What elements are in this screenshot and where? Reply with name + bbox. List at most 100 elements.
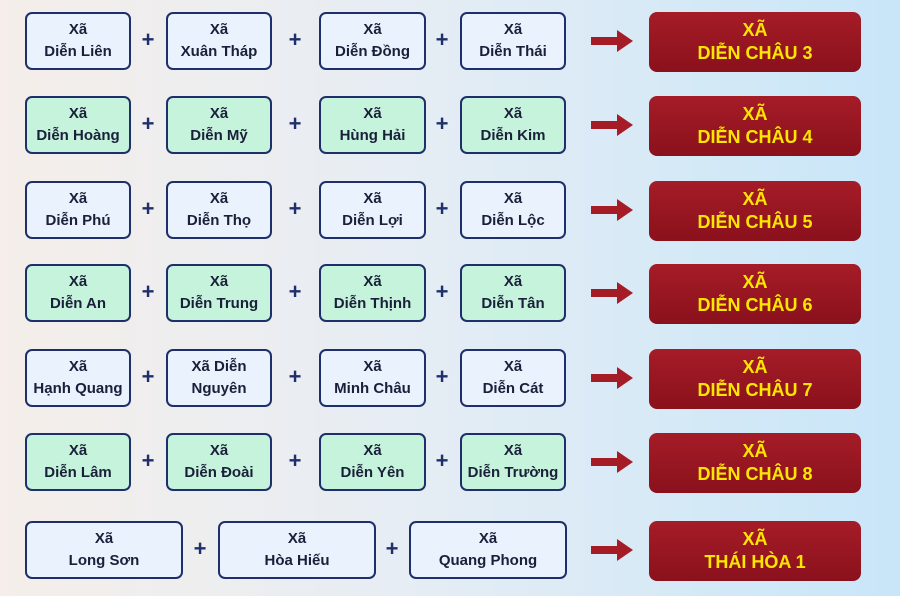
commune-prefix: Xã (287, 530, 307, 547)
merged-name: DIỄN CHÂU 4 (697, 127, 813, 147)
plus-sign: + (288, 448, 302, 473)
plus-sign: + (435, 111, 449, 136)
commune-prefix: Xã (363, 190, 382, 207)
plus-sign: + (288, 27, 302, 52)
commune-name: Diễn Thái (479, 43, 547, 60)
commune-prefix: Xã (503, 190, 523, 207)
plus-sign: + (435, 196, 449, 221)
commune-name: Diễn Kim (480, 127, 546, 144)
plus-sign: + (193, 536, 207, 561)
arrow-right-icon (591, 539, 633, 561)
plus-sign: + (141, 196, 155, 221)
plus-sign: + (435, 364, 449, 389)
commune-prefix: Xã (209, 21, 229, 38)
plus-sign: + (435, 448, 449, 473)
commune-name: Diễn Đồng (335, 43, 410, 60)
commune-prefix: Xã (68, 442, 88, 459)
merged-prefix: XÃ (742, 189, 768, 209)
commune-name: Diễn Đoài (184, 464, 254, 481)
merged-name: DIỄN CHÂU 7 (697, 380, 813, 400)
commune-prefix: Xã (503, 21, 523, 38)
plus-sign: + (435, 27, 449, 52)
commune-prefix: Xã (209, 190, 229, 207)
arrow-right-icon (591, 199, 633, 221)
commune-name: Diễn An (49, 295, 107, 312)
commune-prefix: Xã (363, 21, 382, 38)
commune-prefix: Xã (503, 105, 523, 122)
plus-sign: + (385, 536, 399, 561)
merged-name: THÁI HÒA 1 (704, 552, 806, 572)
commune-name: Diễn Cát (482, 380, 544, 397)
plus-sign: + (141, 448, 155, 473)
commune-name: Diễn Yên (340, 464, 405, 481)
plus-sign: + (435, 279, 449, 304)
commune-name: Long Sơn (68, 552, 140, 569)
plus-sign: + (288, 279, 302, 304)
commune-name: Xuân Tháp (180, 43, 258, 60)
commune-prefix: Xã (503, 358, 523, 375)
plus-sign: + (141, 364, 155, 389)
commune-name: Diễn Phú (45, 212, 111, 229)
commune-prefix: Xã (68, 105, 88, 122)
commune-name: Diễn Tân (481, 295, 545, 312)
merged-prefix: XÃ (742, 272, 768, 292)
arrow-right-icon (591, 282, 633, 304)
merged-name: DIỄN CHÂU 5 (697, 212, 813, 232)
commune-prefix: Xã (503, 273, 523, 290)
plus-sign: + (141, 111, 155, 136)
arrow-right-icon (591, 114, 633, 136)
merged-name: DIỄN CHÂU 8 (697, 464, 813, 484)
commune-name: Diễn Mỹ (190, 127, 248, 144)
commune-prefix: Xã (363, 273, 382, 290)
commune-prefix: Xã (68, 273, 88, 290)
merged-prefix: XÃ (742, 357, 768, 377)
commune-name: Diễn Trường (467, 464, 559, 481)
arrow-right-icon (591, 367, 633, 389)
plus-sign: + (141, 279, 155, 304)
commune-name: Diễn Thịnh (333, 295, 412, 312)
merged-name: DIỄN CHÂU 6 (697, 295, 813, 315)
commune-name: Minh Châu (334, 380, 411, 397)
commune-name: Hòa Hiếu (264, 552, 330, 569)
commune-prefix: Xã (209, 273, 229, 290)
commune-prefix: Xã (209, 442, 229, 459)
merged-prefix: XÃ (742, 20, 768, 40)
commune-name: Hùng Hải (339, 127, 406, 144)
commune-prefix: Xã (68, 21, 88, 38)
commune-name: Hạnh Quang (33, 380, 123, 397)
plus-sign: + (288, 364, 302, 389)
commune-prefix: Xã (94, 530, 114, 547)
commune-prefix: Xã (478, 530, 498, 547)
plus-sign: + (141, 27, 155, 52)
commune-prefix: Xã (363, 105, 382, 122)
